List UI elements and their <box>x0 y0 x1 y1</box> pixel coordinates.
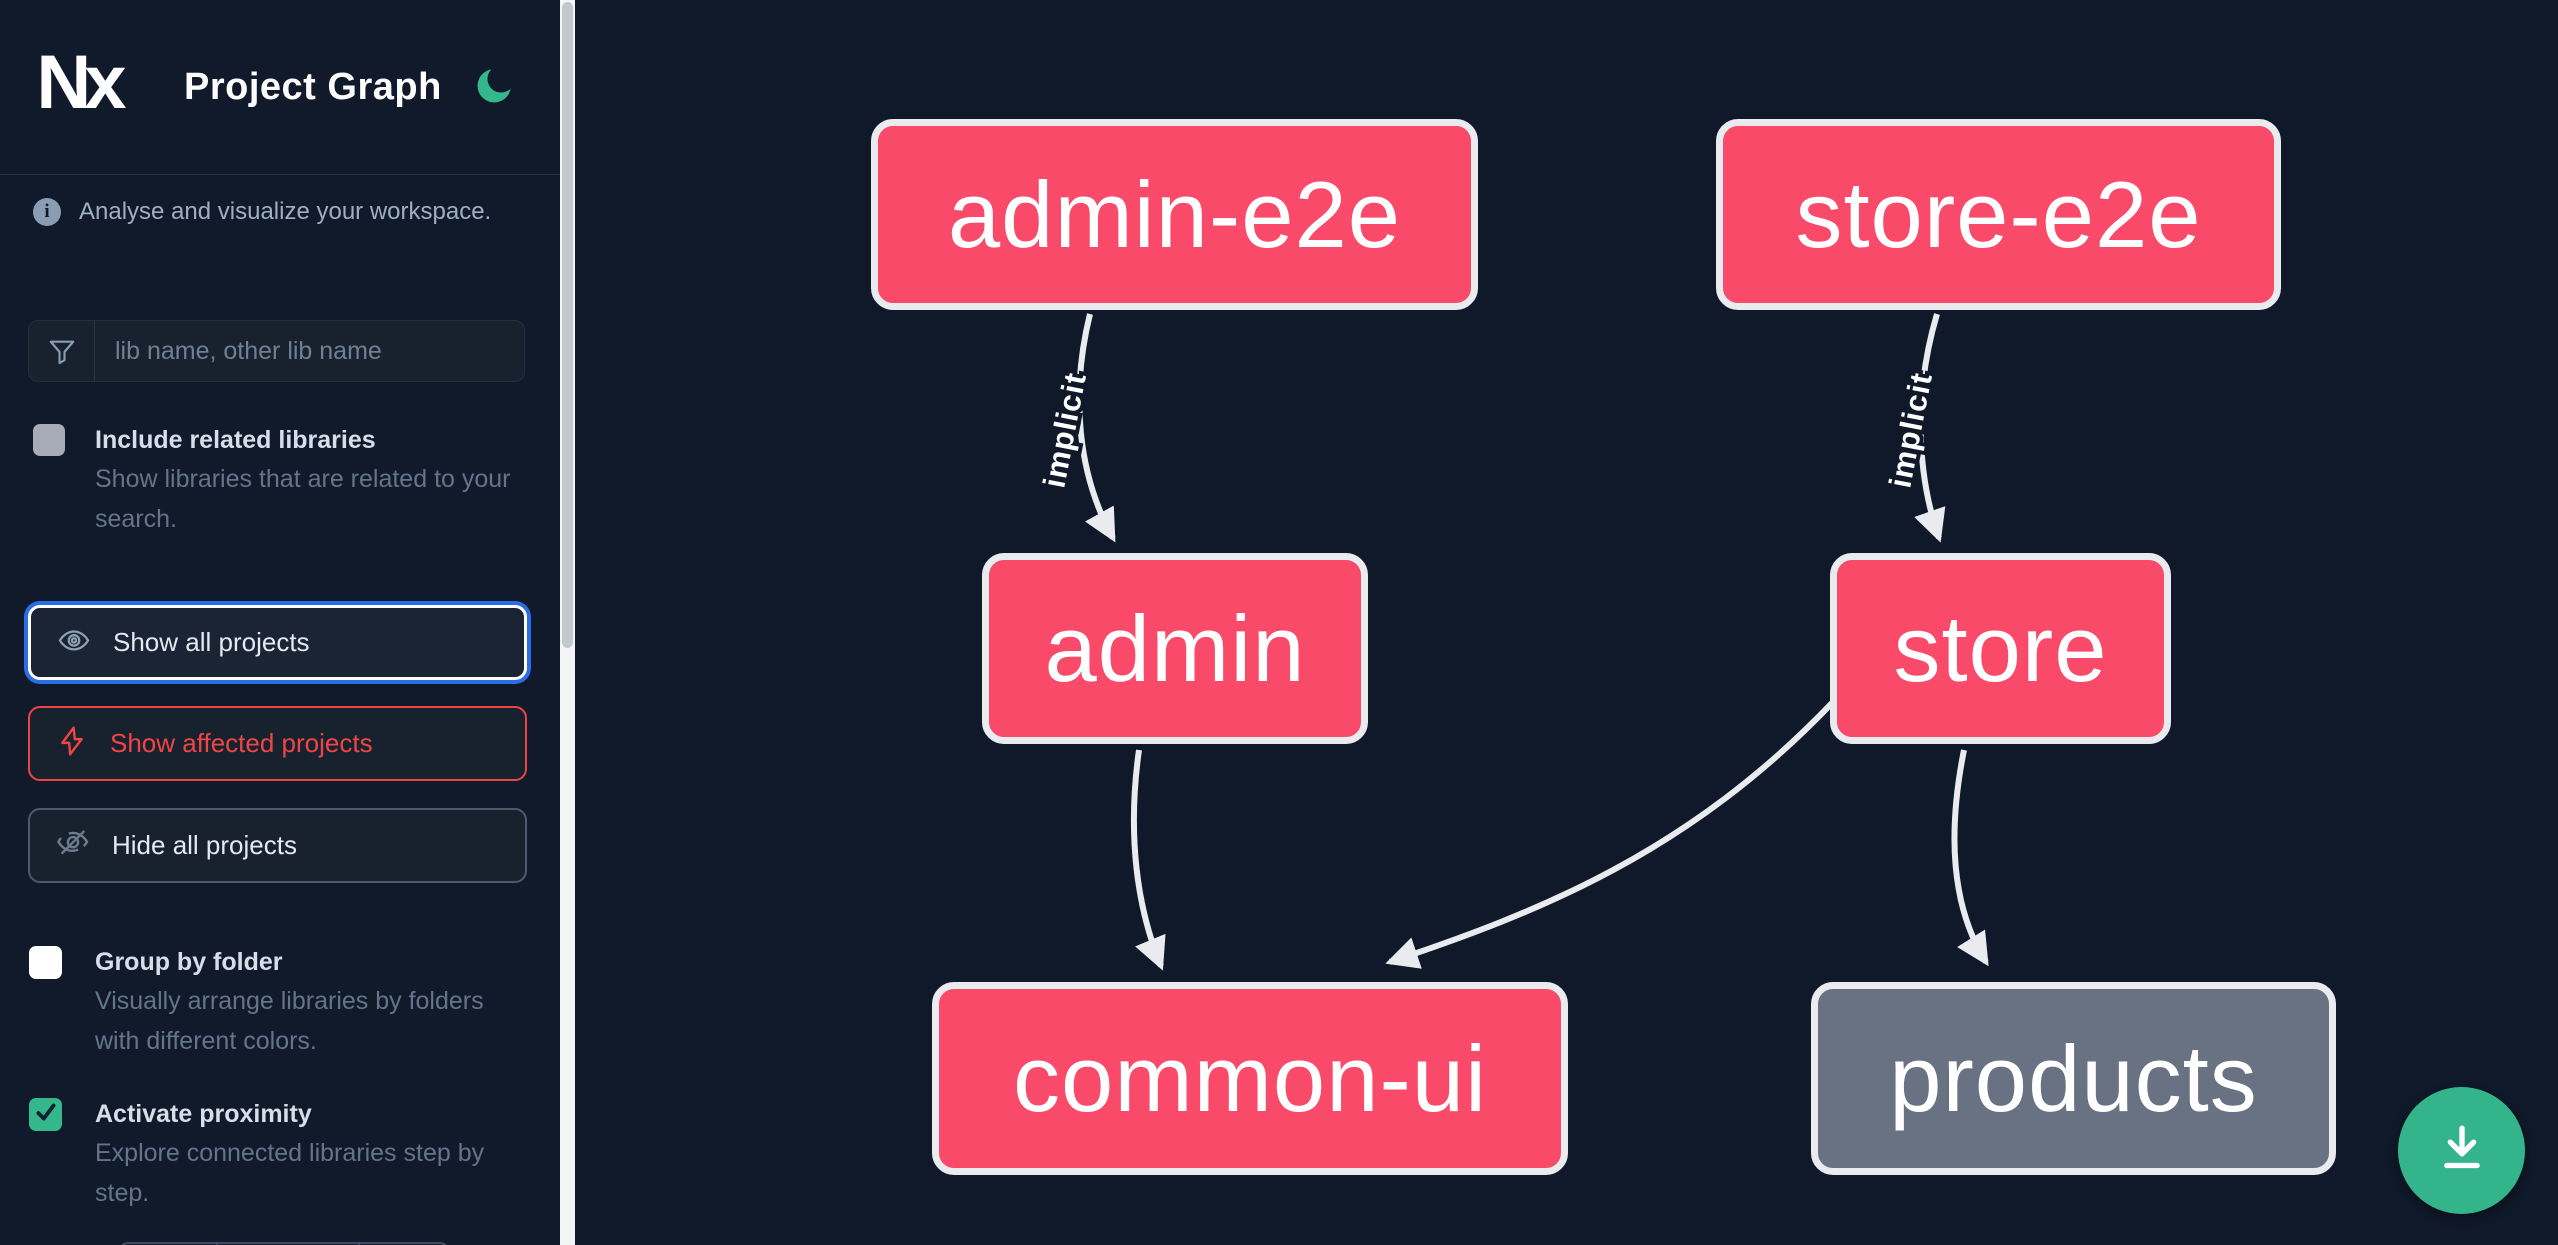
activate-proximity-checkbox[interactable] <box>29 1098 62 1131</box>
group-by-folder-checkbox[interactable] <box>29 946 62 979</box>
include-related-toggle[interactable]: Include related libraries Show libraries… <box>29 424 540 539</box>
hide-all-projects-label: Hide all projects <box>112 830 297 860</box>
sidebar-scrollbar[interactable] <box>560 0 575 1245</box>
node-label: admin <box>1044 595 1306 701</box>
include-related-checkbox[interactable] <box>33 424 65 456</box>
group-by-folder-description: Visually arrange libraries by folders wi… <box>95 987 484 1055</box>
graph-node-store-e2e[interactable]: store-e2e <box>1716 119 2281 310</box>
search-box <box>28 320 525 382</box>
show-affected-projects-button[interactable]: Show affected projects <box>28 706 527 781</box>
moon-icon <box>472 69 516 112</box>
group-by-folder-label: Group by folder <box>95 948 283 976</box>
show-affected-projects-label: Show affected projects <box>110 728 373 758</box>
search-input[interactable] <box>95 321 524 381</box>
eye-icon <box>57 623 91 662</box>
lightning-bolt-icon <box>56 725 88 762</box>
tagline: Analyse and visualize your workspace. <box>79 198 492 225</box>
checkmark-icon <box>33 1099 59 1130</box>
node-label: common-ui <box>1013 1025 1487 1131</box>
group-by-folder-toggle[interactable]: Group by folder Visually arrange librari… <box>29 946 495 1061</box>
graph-node-products[interactable]: products <box>1811 982 2336 1175</box>
download-graph-button[interactable] <box>2398 1087 2525 1214</box>
node-label: products <box>1889 1025 2258 1131</box>
show-all-projects-button[interactable]: Show all projects <box>28 605 527 680</box>
theme-toggle-button[interactable] <box>472 64 516 108</box>
workspace-info-row: i Analyse and visualize your workspace. <box>33 198 491 226</box>
page-title: Project Graph <box>184 66 442 108</box>
sidebar-header: Nx Project Graph <box>0 0 560 175</box>
node-label: admin-e2e <box>947 161 1402 267</box>
graph-node-admin-e2e[interactable]: admin-e2e <box>871 119 1478 310</box>
sidebar-scrollbar-thumb[interactable] <box>562 2 573 648</box>
node-label: store-e2e <box>1795 161 2202 267</box>
include-related-label: Include related libraries <box>95 426 376 454</box>
info-icon: i <box>33 198 61 226</box>
eye-off-icon <box>56 826 90 865</box>
node-label: store <box>1893 595 2108 701</box>
graph-node-common-ui[interactable]: common-ui <box>932 982 1568 1175</box>
nx-logo[interactable]: Nx <box>28 32 128 132</box>
activate-proximity-description: Explore connected libraries step by step… <box>95 1139 485 1207</box>
graph-node-admin[interactable]: admin <box>982 553 1368 744</box>
hide-all-projects-button[interactable]: Hide all projects <box>28 808 527 883</box>
graph-node-store[interactable]: store <box>1830 553 2171 744</box>
filter-funnel-icon <box>29 321 95 381</box>
download-icon <box>2434 1120 2490 1181</box>
sidebar: Nx Project Graph i Analyse and visualize… <box>0 0 560 1245</box>
include-related-description: Show libraries that are related to your … <box>95 465 511 533</box>
nx-logo-text: Nx <box>36 39 126 125</box>
activate-proximity-toggle[interactable]: Activate proximity Explore connected lib… <box>29 1098 495 1213</box>
activate-proximity-label: Activate proximity <box>95 1100 312 1128</box>
show-all-projects-label: Show all projects <box>113 627 310 657</box>
